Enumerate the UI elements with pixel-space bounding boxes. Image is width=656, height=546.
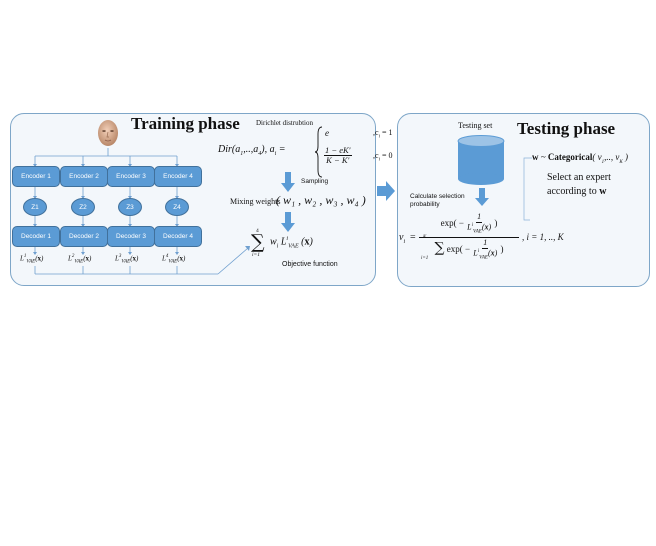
prob-sum-lower: i=1 xyxy=(421,256,429,261)
loss-label-4: L4VAE(x) xyxy=(162,254,186,265)
block-arrow-down-icon xyxy=(281,212,295,232)
block-arrow-down-icon xyxy=(281,172,295,192)
calc-selection-label-line1: Calculate selection xyxy=(410,193,465,200)
objective-expr: wi LiVAE (x) xyxy=(270,236,313,250)
prob-equals: = xyxy=(410,232,416,243)
dirichlet-brace xyxy=(314,126,323,178)
sum-lower-limit: i=1 xyxy=(252,252,260,258)
sum-symbol: ∑ xyxy=(251,231,265,253)
prob-fraction-bar xyxy=(419,237,519,238)
loss-label-3: L3VAE(x) xyxy=(115,254,139,265)
mixing-weights-label: Mixing weights xyxy=(230,197,281,206)
training-phase-panel xyxy=(10,113,376,286)
dirichlet-lhs: Dir(a1,..,a4), ai = xyxy=(218,144,286,157)
face-icon xyxy=(98,120,118,146)
decoder-box-4: Decoder 4 xyxy=(154,226,202,247)
loss-label-2: L2VAE(x) xyxy=(68,254,92,265)
decoder-box-3: Decoder 3 xyxy=(107,226,155,247)
testing-phase-title: Testing phase xyxy=(517,119,616,138)
dirichlet-case1-value: e xyxy=(325,128,329,138)
latent-node-3: Z3 xyxy=(118,198,142,216)
training-phase-title: Training phase xyxy=(131,114,240,133)
database-cylinder-icon xyxy=(457,135,505,185)
prob-lhs: vi xyxy=(399,232,406,245)
encoder-box-3: Encoder 3 xyxy=(107,166,155,187)
select-expert-line2: according to w xyxy=(547,186,607,197)
categorical-expr: w ~ Categorical( v1,.., vK ) xyxy=(532,152,628,165)
objective-function-label: Objective function xyxy=(282,261,338,268)
prob-index-range: , i = 1, .., K xyxy=(522,232,564,242)
sum-upper-limit: 4 xyxy=(256,228,259,234)
dirichlet-case2-condition: ,ci = 0 xyxy=(373,151,393,163)
dirichlet-label: Dirichlet distrubtion xyxy=(256,119,313,127)
sampling-label: Sampling xyxy=(301,178,329,185)
decoder-box-2: Decoder 2 xyxy=(60,226,108,247)
encoder-box-2: Encoder 2 xyxy=(60,166,108,187)
block-arrow-down-icon xyxy=(475,188,489,206)
dirichlet-case1-condition: ,ci = 1 xyxy=(373,128,393,140)
latent-node-1: Z1 xyxy=(23,198,47,216)
testing-phase-panel xyxy=(397,113,650,287)
dirichlet-case2-fraction: 1 − eK'K − K' xyxy=(324,145,352,166)
prob-sum-upper: K xyxy=(423,235,427,240)
select-expert-line1: Select an expert xyxy=(547,172,611,183)
calc-selection-label-line2: probability xyxy=(410,201,440,208)
testing-set-label: Testing set xyxy=(458,121,493,130)
categorical-connector xyxy=(523,157,532,221)
block-arrow-right-icon xyxy=(377,181,395,201)
latent-node-4: Z4 xyxy=(165,198,189,216)
loss-label-1: L1VAE(x) xyxy=(20,254,44,265)
encoder-box-4: Encoder 4 xyxy=(154,166,202,187)
encoder-box-1: Encoder 1 xyxy=(12,166,60,187)
latent-node-2: Z2 xyxy=(71,198,95,216)
mixing-weights-expr: ( w₁ , w₂ , w₃ , w₄ ) xyxy=(276,193,366,207)
decoder-box-1: Decoder 1 xyxy=(12,226,60,247)
